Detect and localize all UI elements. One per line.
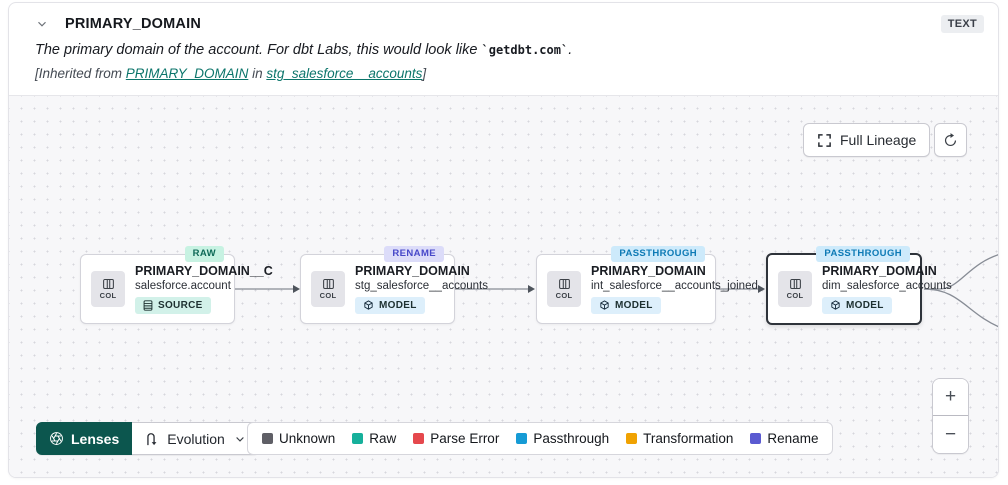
- legend-swatch-transformation: [626, 433, 638, 444]
- lineage-node-dim-selected[interactable]: PASSTHROUGH COL PRIMARY_DOMAIN dim_sales…: [766, 246, 952, 325]
- inherited-column-link[interactable]: PRIMARY_DOMAIN: [125, 66, 249, 81]
- full-lineage-button[interactable]: Full Lineage: [803, 123, 931, 157]
- legend-item: Parse Error: [413, 431, 499, 446]
- legend-item: Passthrough: [516, 431, 609, 446]
- node-type-badge: MODEL: [355, 297, 425, 314]
- lineage-node-intermediate[interactable]: PASSTHROUGH COL PRIMARY_DOMAIN int_sales…: [536, 246, 758, 324]
- model-cube-icon: [364, 300, 373, 310]
- column-icon: COL: [311, 271, 345, 307]
- legend-item: Unknown: [262, 431, 335, 446]
- status-badge: RENAME: [384, 246, 444, 262]
- source-icon: [143, 300, 153, 311]
- refresh-button[interactable]: [934, 123, 967, 157]
- lens-dropdown[interactable]: Evolution: [132, 422, 259, 455]
- column-icon: COL: [547, 271, 581, 307]
- code-snippet: `getdbt.com`: [481, 43, 569, 57]
- column-description: The primary domain of the account. For d…: [35, 42, 573, 58]
- zoom-out-button[interactable]: −: [933, 416, 968, 453]
- inherited-model-link[interactable]: stg_salesforce__accounts: [266, 66, 423, 81]
- columns-icon: [322, 279, 334, 289]
- status-badge: PASSTHROUGH: [816, 246, 910, 262]
- model-cube-icon: [600, 300, 609, 310]
- edge-type-legend: Unknown Raw Parse Error Passthrough Tran…: [247, 422, 834, 455]
- column-icon: COL: [778, 271, 812, 307]
- legend-item: Raw: [352, 431, 396, 446]
- model-cube-icon: [831, 300, 840, 310]
- columns-icon: [789, 279, 801, 289]
- node-title: PRIMARY_DOMAIN: [591, 264, 706, 278]
- node-title: PRIMARY_DOMAIN__C: [135, 264, 273, 278]
- node-subtitle: int_salesforce__accounts_joined: [591, 280, 758, 292]
- node-type-badge: MODEL: [591, 297, 661, 314]
- lineage-node-staging[interactable]: RENAME COL PRIMARY_DOMAIN stg_salesforce…: [300, 246, 488, 324]
- aperture-icon: [50, 432, 63, 445]
- chevron-down-icon: [236, 436, 244, 442]
- legend-item: Transformation: [626, 431, 733, 446]
- legend-item: Rename: [750, 431, 818, 446]
- legend-swatch-raw: [352, 433, 364, 444]
- node-title: PRIMARY_DOMAIN: [822, 264, 937, 278]
- evolution-icon: [147, 432, 157, 445]
- lenses-button[interactable]: Lenses: [36, 422, 133, 455]
- column-lineage-panel: PRIMARY_DOMAIN TEXT The primary domain o…: [8, 2, 999, 478]
- lineage-canvas[interactable]: Full Lineage RAW COL PRIMARY_DOMAIN__C s…: [9, 95, 998, 477]
- collapse-button[interactable]: [35, 17, 49, 31]
- column-title: PRIMARY_DOMAIN: [65, 16, 201, 32]
- status-badge: RAW: [184, 246, 224, 262]
- chevron-down-icon: [38, 21, 46, 27]
- lens-controls: Lenses Evolution: [36, 422, 259, 455]
- node-subtitle: stg_salesforce__accounts: [355, 280, 488, 292]
- legend-swatch-parse-error: [413, 433, 425, 444]
- inherited-note: [Inherited from PRIMARY_DOMAIN in stg_sa…: [35, 66, 427, 81]
- lineage-node-source[interactable]: RAW COL PRIMARY_DOMAIN__C salesforce.acc…: [80, 246, 273, 324]
- refresh-icon: [944, 132, 957, 146]
- expand-icon: [818, 133, 831, 147]
- node-subtitle: dim_salesforce_accounts: [822, 280, 952, 292]
- node-type-badge: MODEL: [822, 297, 892, 314]
- legend-swatch-passthrough: [516, 433, 528, 444]
- node-subtitle: salesforce.account: [135, 280, 231, 292]
- node-title: PRIMARY_DOMAIN: [355, 264, 470, 278]
- node-type-badge: SOURCE: [135, 297, 211, 314]
- column-type-badge: TEXT: [940, 15, 984, 33]
- column-header: PRIMARY_DOMAIN TEXT The primary domain o…: [9, 3, 998, 90]
- columns-icon: [102, 279, 114, 289]
- columns-icon: [558, 279, 570, 289]
- legend-swatch-rename: [750, 433, 762, 444]
- legend-swatch-unknown: [262, 433, 273, 444]
- zoom-in-button[interactable]: +: [933, 379, 968, 416]
- column-icon: COL: [91, 271, 125, 307]
- status-badge: PASSTHROUGH: [611, 246, 705, 262]
- zoom-controls: + −: [932, 378, 969, 454]
